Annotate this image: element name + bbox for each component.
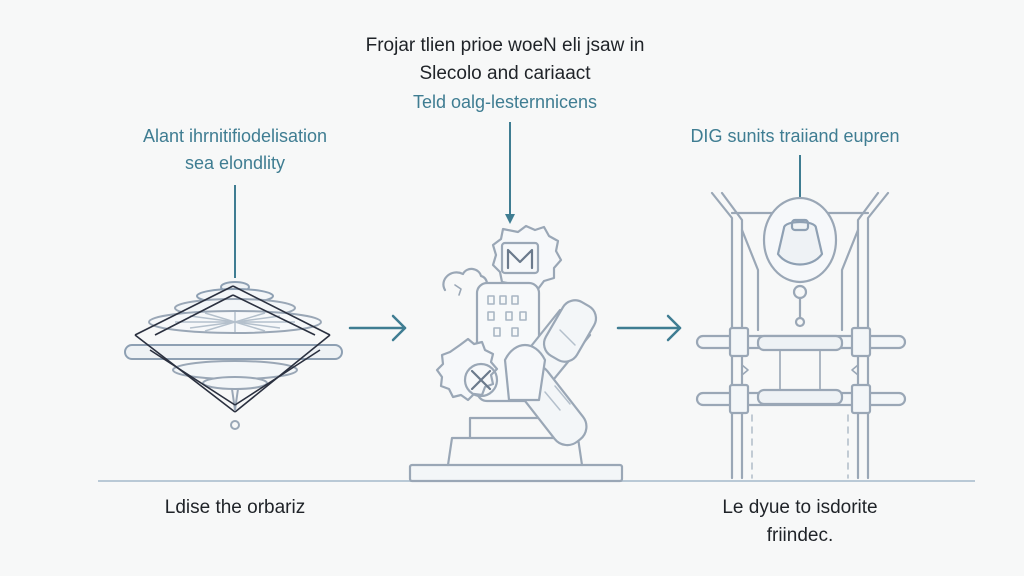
arrow-right-icon: [348, 314, 407, 342]
top-caption-subtitle: Teld oalg-lesternnicens: [412, 92, 598, 112]
bottom-right-caption-line2: friindec.: [766, 525, 834, 546]
bottom-right-caption-line1: Le dyue to isdorite: [722, 497, 878, 518]
robotic-machine-icon: [408, 224, 624, 483]
bottom-left-caption: Ldise the orbariz: [164, 497, 306, 518]
right-caption-line1: DIG sunits traiiand eupren: [690, 126, 900, 146]
left-caption-line2: sea elondlity: [184, 153, 286, 173]
top-caption-line2: Slecolo and cariaact: [419, 63, 591, 84]
top-caption-line1: Frojar tlien prioe woeN eli jsaw in: [365, 35, 645, 56]
frame-lamp-structure-icon: [695, 191, 907, 480]
left-caption-line1: Alant ihrnitifiodelisation: [142, 126, 328, 146]
center-leader-arrowhead: [505, 214, 515, 224]
spinning-top-icon: [124, 281, 343, 430]
arrow-right-icon: [616, 314, 682, 342]
